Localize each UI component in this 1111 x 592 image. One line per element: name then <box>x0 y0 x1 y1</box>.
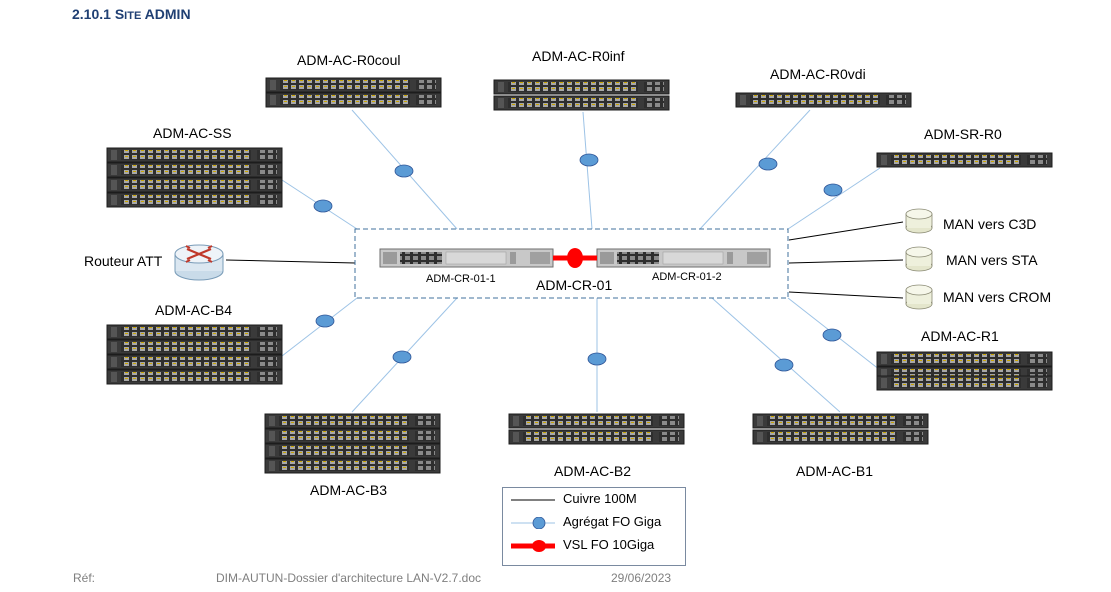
switch-b3[interactable] <box>264 413 441 474</box>
section-heading: 2.10.1 SITE ADMIN <box>72 6 191 22</box>
switch-b1-label: ADM-AC-B1 <box>796 463 873 479</box>
router-icon[interactable] <box>174 244 224 281</box>
footer-date: 29/06/2023 <box>611 571 672 585</box>
fiber-nodes <box>313 153 843 372</box>
fiber-node-b4 <box>315 314 335 328</box>
link-router <box>225 259 356 264</box>
router-label: Routeur ATT <box>84 253 163 269</box>
core-unit-1[interactable] <box>379 248 554 268</box>
fiber-node-b3 <box>392 350 412 364</box>
switch-b2[interactable] <box>508 413 685 445</box>
link-b1 <box>711 297 841 413</box>
switch-r0inf[interactable] <box>493 79 670 111</box>
section-title-initial: S <box>114 6 125 22</box>
link-r0inf <box>582 111 593 230</box>
fiber-node-sr-r0 <box>823 183 843 197</box>
switch-b4[interactable] <box>106 324 283 385</box>
switch-b2-label: ADM-AC-B2 <box>554 463 631 479</box>
legend-copper-line <box>511 499 555 501</box>
legend-fiber-label: Agrégat FO Giga <box>563 514 662 529</box>
man-sta-label: MAN vers STA <box>946 252 1038 268</box>
vsl-node <box>567 248 583 268</box>
legend-fiber-symbol <box>511 517 555 529</box>
switch-sr-r0-label: ADM-SR-R0 <box>924 126 1002 142</box>
core-unit-1-label: ADM-CR-01-1 <box>426 273 496 285</box>
man-c3d-icon <box>905 208 933 234</box>
switch-r0vdi[interactable] <box>735 92 912 108</box>
switch-sr-r0[interactable] <box>876 152 1053 168</box>
man-sta-icon <box>905 246 933 272</box>
man-crom-icon <box>905 284 933 310</box>
fiber-node-r0inf <box>579 153 599 167</box>
switch-r0vdi-label: ADM-AC-R0vdi <box>770 66 866 82</box>
fiber-node-ss <box>313 199 333 213</box>
link-b4 <box>281 297 358 357</box>
legend-vsl-label: VSL FO 10Giga <box>563 537 655 552</box>
man-c3d-label: MAN vers C3D <box>943 216 1036 232</box>
switch-b1[interactable] <box>752 413 929 445</box>
section-title-rest: ITE <box>124 10 142 22</box>
fiber-node-b2 <box>587 352 607 366</box>
fiber-node-r0vdi <box>758 157 778 171</box>
legend-copper: Cuivre 100M <box>503 490 685 510</box>
switch-r0inf-label: ADM-AC-R0inf <box>532 48 625 64</box>
fiber-node-r0coul <box>394 164 414 178</box>
switch-ss-label: ADM-AC-SS <box>153 125 232 141</box>
link-r0vdi <box>699 109 811 230</box>
switch-r0coul-label: ADM-AC-R0coul <box>297 52 400 68</box>
section-number: 2.10.1 <box>72 6 111 22</box>
footer-document-name: DIM-AUTUN-Dossier d'architecture LAN-V2.… <box>216 571 482 585</box>
switch-r1[interactable] <box>876 351 1053 391</box>
man-crom-label: MAN vers CROM <box>943 289 1051 305</box>
core-unit-2[interactable] <box>596 248 771 268</box>
legend-vsl-symbol <box>511 540 555 552</box>
section-title-word2: ADMIN <box>144 6 191 22</box>
copper-links <box>225 221 904 299</box>
switch-r0coul[interactable] <box>265 77 442 108</box>
fiber-node-b1 <box>774 358 794 372</box>
legend-fiber: Agrégat FO Giga <box>503 513 685 533</box>
switch-r1-label: ADM-AC-R1 <box>921 328 999 344</box>
core-group-box <box>354 228 789 299</box>
link-sr-r0 <box>787 167 881 230</box>
link-man-crom <box>788 291 904 299</box>
core-label: ADM-CR-01 <box>536 277 612 293</box>
fiber-node-r1 <box>822 328 842 342</box>
switch-b3-label: ADM-AC-B3 <box>310 482 387 498</box>
footer-ref-label: Réf: <box>73 571 96 585</box>
core-unit-2-label: ADM-CR-01-2 <box>652 271 722 283</box>
link-man-c3d <box>788 221 904 241</box>
link-man-sta <box>788 259 904 264</box>
switch-b4-label: ADM-AC-B4 <box>155 302 232 318</box>
legend: Cuivre 100M Agrégat FO Giga VSL FO 10Gig… <box>502 487 686 566</box>
switch-ss[interactable] <box>106 147 283 208</box>
legend-vsl: VSL FO 10Giga <box>503 536 685 556</box>
legend-copper-label: Cuivre 100M <box>563 491 637 506</box>
